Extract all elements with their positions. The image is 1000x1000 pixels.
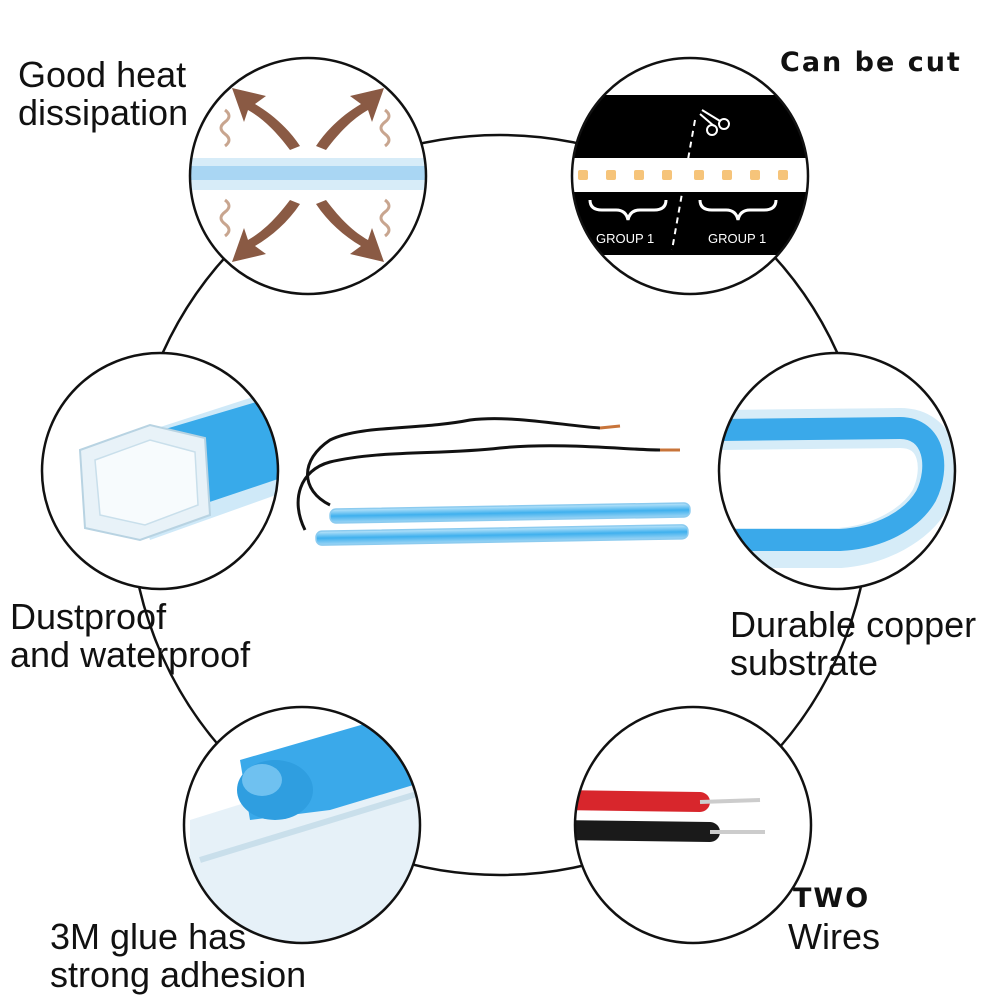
- heat-label-line2: dissipation: [18, 92, 189, 133]
- glue-label-line2: strong adhesion: [50, 954, 307, 995]
- brace-icon: [588, 199, 778, 221]
- group-label-right: GROUP 1: [708, 231, 766, 246]
- copper-label-line2: substrate: [730, 642, 879, 683]
- copper-substrate-circle: [717, 351, 957, 591]
- dustproof-circle: [40, 351, 280, 591]
- scissors-icon: [699, 109, 730, 136]
- group-label-left: GROUP 1: [596, 231, 654, 246]
- dust-label: Dustproof and waterproof: [10, 598, 250, 674]
- dust-label-line1: Dustproof: [10, 596, 167, 637]
- wires-label-line1: TWO: [793, 883, 871, 914]
- copper-label: Durable copper substrate: [730, 606, 976, 682]
- cut-title: Can be cut: [780, 47, 962, 78]
- heat-arrow-icon: [232, 88, 384, 262]
- glue-label-line1: 3M glue has: [50, 916, 247, 957]
- can-be-cut-circle: [570, 56, 810, 296]
- heat-dissipation-circle: [188, 56, 428, 296]
- dust-label-line2: and waterproof: [10, 634, 251, 675]
- glue-label: 3M glue has strong adhesion: [50, 918, 306, 994]
- heat-label-line1: Good heat: [18, 54, 187, 95]
- center-product-image: [296, 417, 691, 546]
- copper-label-line1: Durable copper: [730, 604, 977, 645]
- two-wires-circle: [573, 705, 813, 945]
- heat-label: Good heat dissipation: [18, 56, 188, 132]
- wires-label-line2: Wires: [788, 916, 880, 957]
